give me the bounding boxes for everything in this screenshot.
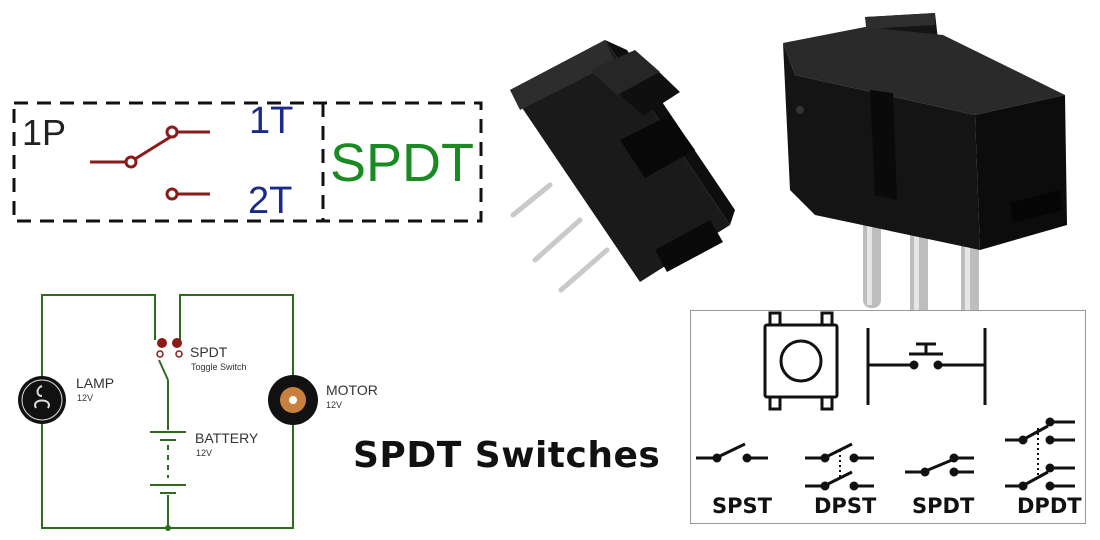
battery-label: BATTERY xyxy=(195,430,259,446)
spst-symbol xyxy=(696,442,768,463)
motor-voltage: 12V xyxy=(326,400,343,410)
motor-symbol xyxy=(268,375,318,425)
spdt-type-label: SPDT xyxy=(330,133,475,193)
motor-label: MOTOR xyxy=(326,382,378,398)
lamp-motor-circuit xyxy=(18,294,318,531)
pole-throw-diagram xyxy=(12,101,483,223)
switch-symbol xyxy=(90,125,210,201)
switch-symbols-panel xyxy=(690,310,1086,524)
tactile-button-symbol xyxy=(763,311,839,411)
switch-sublabel: Toggle Switch xyxy=(191,362,247,372)
toggle-switch xyxy=(156,338,183,381)
push-button-symbol xyxy=(866,328,987,405)
symbol-label-dpst: DPST xyxy=(814,494,877,518)
lamp-symbol xyxy=(18,376,66,424)
symbol-label-spst: SPST xyxy=(712,494,772,518)
spdt-symbol xyxy=(905,453,974,477)
symbol-label-dpdt: DPDT xyxy=(1017,494,1082,518)
dashed-box xyxy=(12,101,483,223)
switch-label: SPDT xyxy=(190,344,228,360)
switch-pins xyxy=(863,210,979,337)
switch-actuator xyxy=(615,68,680,116)
symbol-label-spdt: SPDT xyxy=(912,494,975,518)
throw-2-label: 2T xyxy=(248,180,293,222)
circuit-wires xyxy=(41,294,294,529)
slide-switch-photo-small xyxy=(510,40,735,293)
battery-voltage: 12V xyxy=(196,448,213,458)
dpdt-symbol xyxy=(1005,417,1075,491)
slide-switch-photo-large xyxy=(783,13,1067,337)
throw-1-label: 1T xyxy=(249,100,294,142)
pole-label: 1P xyxy=(22,112,67,153)
lamp-voltage: 12V xyxy=(77,393,94,403)
dpst-symbol xyxy=(805,442,874,491)
switch-body xyxy=(510,40,730,282)
switch-pins xyxy=(510,182,610,293)
image-caption: SPDT Switches xyxy=(353,435,661,476)
battery-symbol xyxy=(150,431,186,494)
lamp-label: LAMP xyxy=(76,375,115,391)
